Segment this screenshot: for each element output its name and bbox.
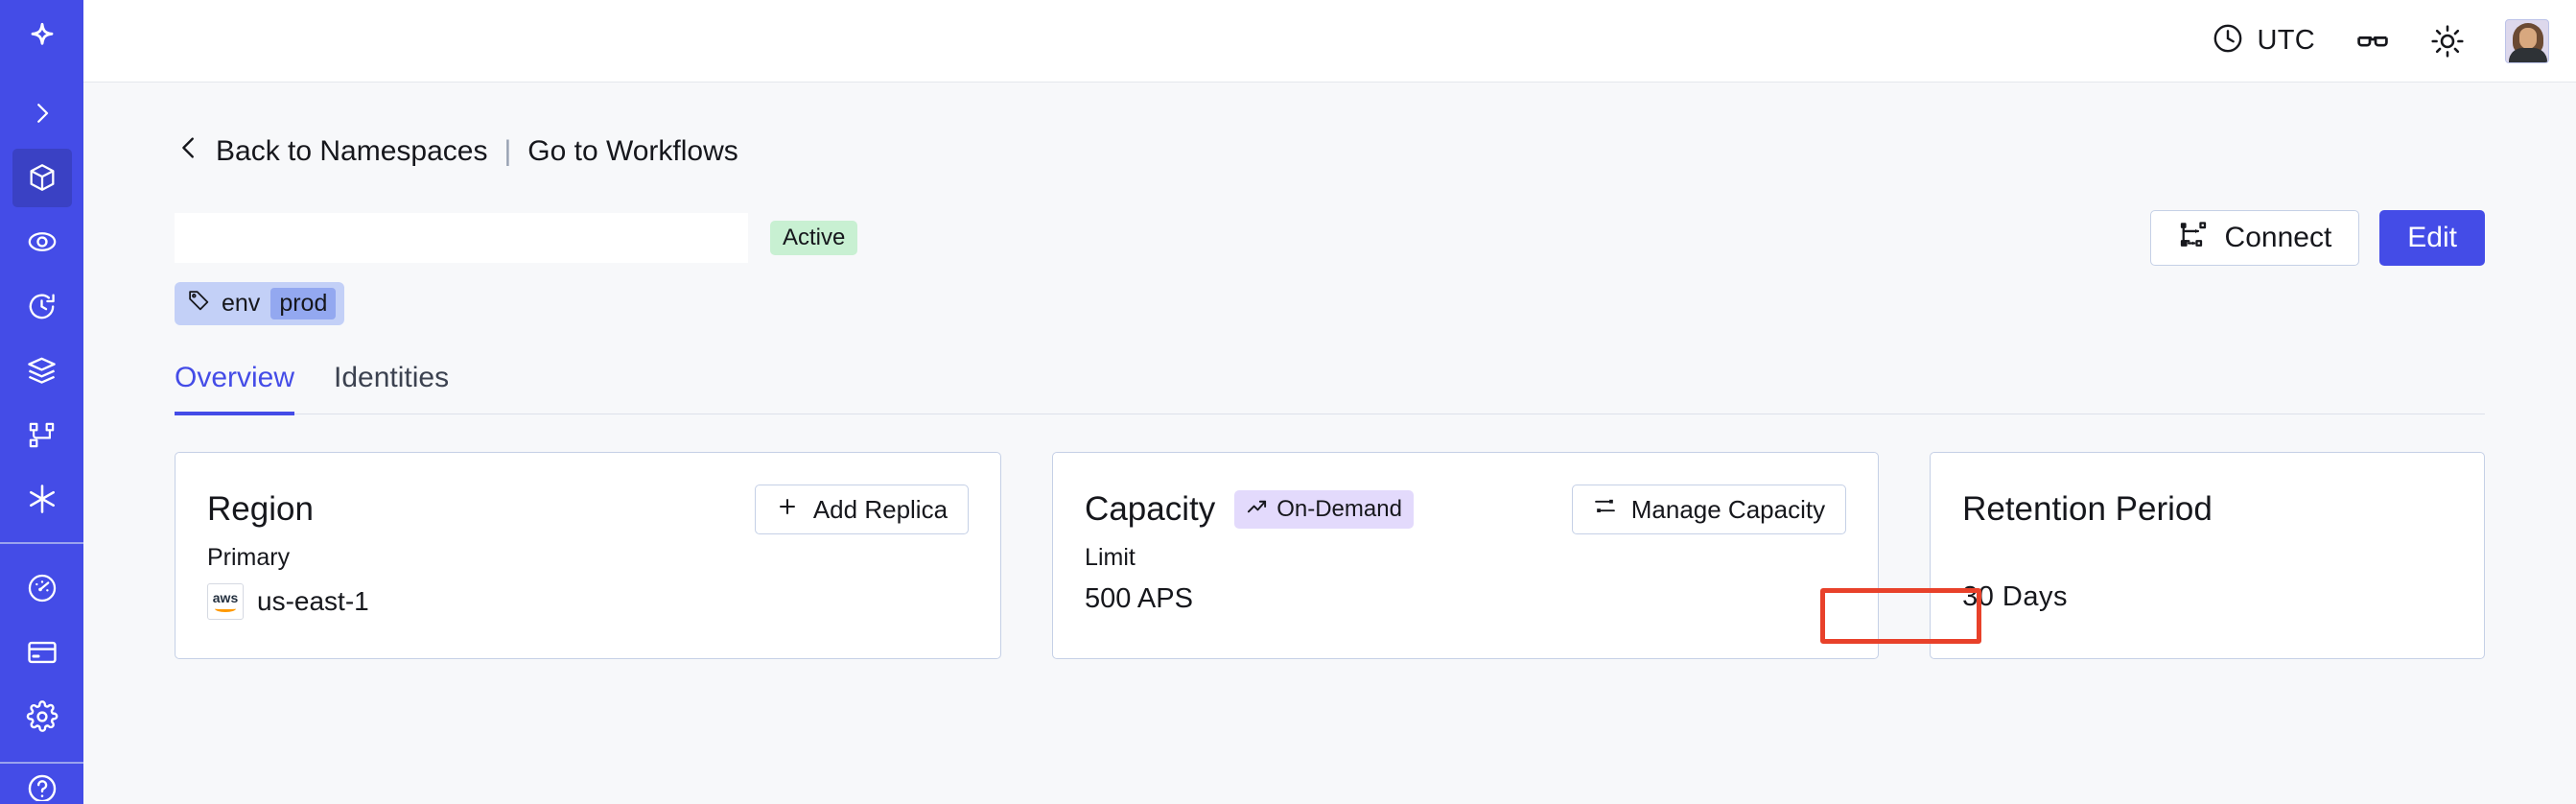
- connect-button-label: Connect: [2224, 222, 2332, 253]
- region-card: Region Add Replica Primary aws: [175, 452, 1002, 659]
- sidebar-divider-1: [0, 542, 83, 545]
- eye-icon: [26, 225, 59, 258]
- on-demand-badge-label: On-Demand: [1276, 496, 1402, 522]
- region-card-header: Region Add Replica: [207, 483, 970, 536]
- sidebar-item-nexus[interactable]: [12, 470, 72, 529]
- chevron-left-icon[interactable]: [175, 133, 203, 170]
- capacity-limit-label: Limit: [1085, 544, 1136, 571]
- breadcrumb-separator: |: [503, 135, 512, 167]
- timezone-label: UTC: [2257, 25, 2315, 56]
- cube-icon: [26, 161, 59, 194]
- manage-capacity-label: Manage Capacity: [1630, 494, 1826, 524]
- plus-icon: [776, 495, 799, 525]
- sidebar-item-schedules[interactable]: [12, 277, 72, 336]
- history-clock-icon: [26, 291, 58, 322]
- sidebar-item-batch-operations[interactable]: [12, 342, 72, 400]
- topbar: UTC: [83, 0, 2576, 83]
- layers-icon: [26, 355, 58, 387]
- sidebar-item-expand-sidebar[interactable]: [12, 84, 72, 143]
- gauge-icon: [26, 572, 59, 604]
- avatar[interactable]: [2505, 18, 2549, 63]
- sidebar-item-help[interactable]: [12, 772, 72, 801]
- credit-card-icon: [26, 636, 59, 669]
- content-area: Back to Namespaces | Go to Workflows Act…: [83, 83, 2576, 804]
- tabs: Overview Identities: [175, 362, 2485, 415]
- sidebar-item-billing[interactable]: [12, 623, 72, 681]
- tag-value: prod: [270, 288, 337, 319]
- sidebar-item-workflows[interactable]: [12, 406, 72, 464]
- gear-icon: [26, 700, 59, 733]
- retention-card: Retention Period 30 Days: [1930, 452, 2485, 659]
- retention-value: 30 Days: [1962, 581, 2068, 612]
- main-column: UTC: [83, 0, 2576, 804]
- tag-row: env prod: [175, 282, 2485, 325]
- tag-key: env: [222, 290, 261, 317]
- namespace-actions: Connect Edit: [2149, 210, 2485, 266]
- sliders-icon: [1593, 494, 1617, 525]
- region-value-row: aws us-east-1: [207, 583, 969, 620]
- sidebar-item-settings[interactable]: [12, 687, 72, 745]
- aws-logo-text: aws: [212, 590, 239, 605]
- tab-identities[interactable]: Identities: [334, 362, 450, 393]
- tag-icon: [187, 289, 211, 319]
- add-replica-button[interactable]: Add Replica: [754, 485, 970, 534]
- connect-button[interactable]: Connect: [2149, 210, 2360, 266]
- sidebar-divider-2: [0, 762, 83, 765]
- overview-cards: Region Add Replica Primary aws: [175, 452, 2485, 659]
- on-demand-badge: On-Demand: [1234, 490, 1414, 529]
- breadcrumb: Back to Namespaces | Go to Workflows: [175, 133, 2485, 170]
- help-circle-icon: [26, 772, 59, 801]
- sidebar-item-observability[interactable]: [12, 213, 72, 272]
- aws-logo-icon: aws: [207, 583, 244, 620]
- capacity-card: Capacity On-Demand: [1052, 452, 1880, 659]
- clock-icon: [2212, 22, 2244, 59]
- timezone-selector[interactable]: UTC: [2212, 22, 2315, 59]
- breadcrumb-back-link[interactable]: Back to Namespaces: [216, 135, 488, 167]
- breadcrumb-workflows-link[interactable]: Go to Workflows: [527, 135, 738, 167]
- capacity-card-title: Capacity: [1085, 490, 1216, 528]
- capacity-limit-value: 500 APS: [1085, 583, 1193, 614]
- region-value: us-east-1: [257, 586, 369, 616]
- capacity-card-header: Capacity On-Demand: [1085, 483, 1847, 536]
- region-primary-label: Primary: [207, 544, 291, 571]
- temporal-star-logo-icon[interactable]: [0, 0, 83, 82]
- add-replica-label: Add Replica: [812, 494, 948, 524]
- trending-up-icon: [1246, 496, 1268, 523]
- manage-capacity-button[interactable]: Manage Capacity: [1571, 485, 1847, 534]
- sidebar-item-usage[interactable]: [12, 558, 72, 617]
- retention-card-header: Retention Period: [1962, 483, 2452, 536]
- edit-button[interactable]: Edit: [2379, 210, 2485, 266]
- connect-diagram-icon: [2178, 219, 2209, 257]
- workflow-graph-icon: [27, 420, 57, 450]
- asterisk-icon: [25, 482, 59, 516]
- namespace-title-row: Active: [175, 210, 2485, 266]
- retention-card-title: Retention Period: [1962, 490, 2213, 528]
- chevron-right-icon: [28, 99, 57, 128]
- sidebar-item-namespaces[interactable]: [12, 148, 72, 207]
- sun-icon[interactable]: [2430, 24, 2465, 59]
- tab-overview[interactable]: Overview: [175, 362, 295, 415]
- glasses-icon[interactable]: [2355, 24, 2390, 59]
- region-card-title: Region: [207, 490, 314, 528]
- sidebar: [0, 0, 83, 804]
- namespace-tag[interactable]: env prod: [175, 282, 345, 325]
- page-title: [175, 213, 748, 263]
- status-badge: Active: [770, 221, 858, 255]
